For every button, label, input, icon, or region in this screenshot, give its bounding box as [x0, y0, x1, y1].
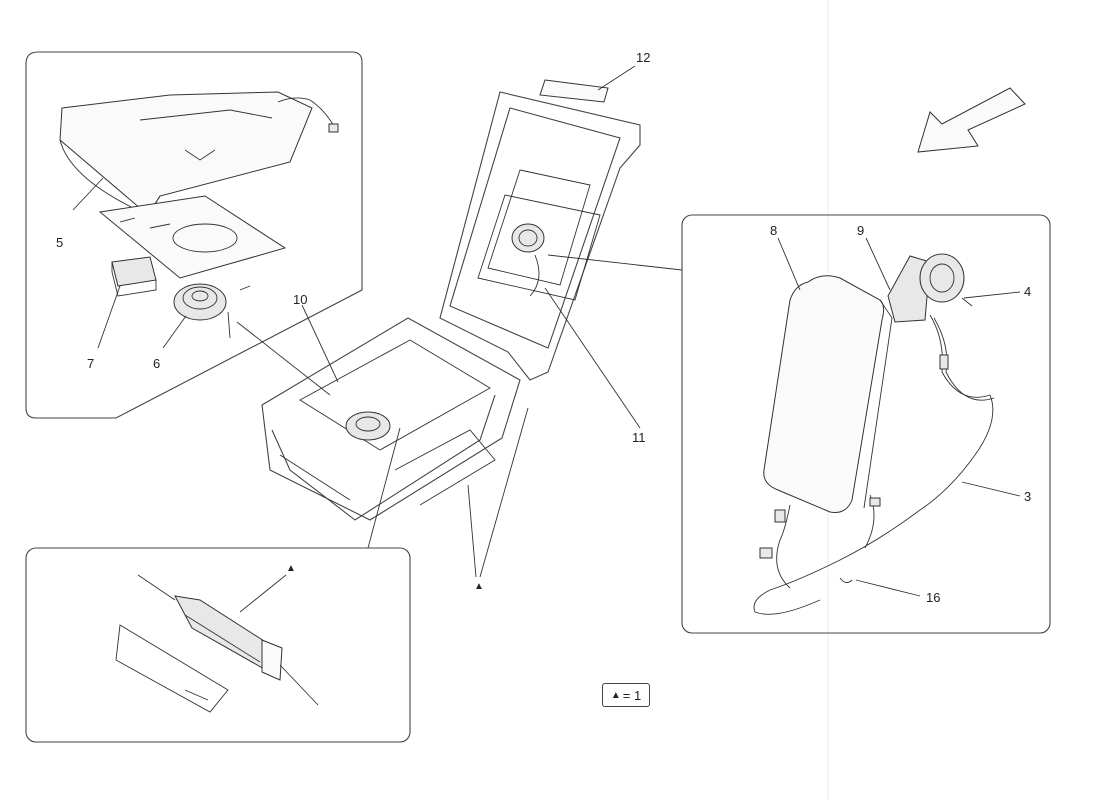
direction-arrow — [917, 87, 1026, 153]
leader-3 — [961, 481, 1021, 497]
leader-marker-b — [479, 407, 529, 578]
legend-box: ▲ = 1 — [602, 683, 650, 707]
backrest-frame — [439, 79, 641, 381]
leader-12 — [597, 65, 636, 91]
leader-16 — [855, 579, 921, 597]
leader-marker-a — [467, 484, 477, 578]
callout-7: 7 — [87, 356, 95, 371]
seat-motor — [115, 574, 319, 713]
backrest-panel — [763, 275, 893, 513]
marker-triangle-motor: ▲ — [286, 563, 296, 574]
callout-3: 3 — [1024, 489, 1032, 504]
leader-8 — [777, 237, 801, 291]
leader-11 — [544, 287, 641, 429]
inset-frame-top-left — [25, 51, 363, 419]
leader-6 — [162, 315, 187, 349]
legend-text: = 1 — [622, 687, 642, 703]
leader-7 — [97, 285, 121, 349]
callout-12: 12 — [636, 50, 651, 65]
callout-4: 4 — [1024, 284, 1032, 299]
callout-10: 10 — [293, 292, 308, 307]
callout-6: 6 — [153, 356, 161, 371]
leader-to-inset-right — [547, 254, 683, 271]
cushion-plate — [98, 195, 287, 279]
leader-5 — [72, 177, 104, 211]
backrest-speaker — [887, 253, 973, 323]
legend-triangle: ▲ — [610, 689, 621, 701]
marker-triangle-center: ▲ — [474, 581, 484, 592]
leader-motor-marker — [239, 574, 287, 613]
callout-11: 11 — [632, 430, 646, 445]
control-module — [111, 256, 157, 297]
leader-to-inset-bottom — [367, 427, 401, 549]
leader-9 — [865, 237, 891, 291]
callout-5: 5 — [56, 235, 64, 250]
wiring-harness — [753, 314, 995, 615]
seat-base-frame — [261, 317, 521, 521]
callout-9: 9 — [857, 223, 865, 238]
leader-10 — [301, 304, 339, 383]
callout-8: 8 — [770, 223, 778, 238]
callout-16: 16 — [926, 590, 941, 605]
inset-frame-right — [681, 214, 1051, 634]
leader-4 — [963, 291, 1021, 299]
leader-inset — [236, 321, 331, 396]
speaker-unit — [173, 283, 251, 339]
inset-frame-bottom-left — [25, 547, 411, 743]
